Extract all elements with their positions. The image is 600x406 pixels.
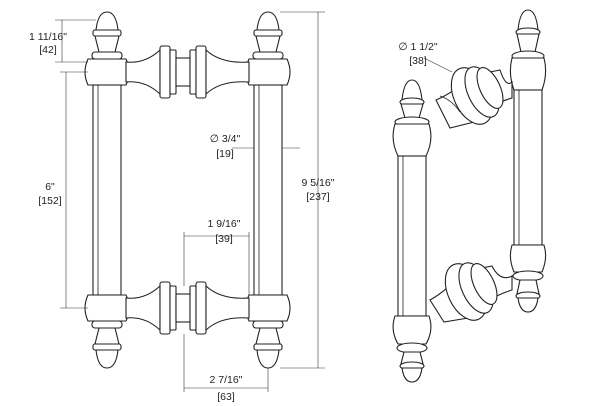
dim-standoff-imperial: 1 9/16" xyxy=(208,218,241,230)
dim-projection-imperial: 2 7/16" xyxy=(210,374,243,386)
bottom-standoffs xyxy=(125,281,250,335)
dim-base-diameter: ∅ 1 1/2" [38] xyxy=(398,41,453,73)
right-post xyxy=(245,11,291,369)
dim-base-diameter-imperial: ∅ 1 1/2" xyxy=(398,41,437,53)
iso-front-post xyxy=(392,79,432,383)
dim-standoff: 1 9/16" [39] xyxy=(183,218,250,295)
dim-overall-imperial: 9 5/16" xyxy=(302,177,335,189)
dim-bar-diameter: ∅ 3/4" [19] xyxy=(210,133,300,160)
dim-overall-metric: [237] xyxy=(306,191,329,203)
dim-cap-height-metric: [42] xyxy=(39,44,57,56)
dim-ctc-imperial: 6" xyxy=(45,181,55,193)
dim-cap-height-imperial: 1 11/16" xyxy=(29,31,67,43)
isometric-view: ∅ 1 1/2" [38] xyxy=(392,9,547,383)
dim-projection: 2 7/16" [63] xyxy=(183,334,269,403)
iso-bottom-standoff xyxy=(429,262,513,323)
dim-base-diameter-metric: [38] xyxy=(409,55,427,67)
dim-center-to-center: 6" [152] xyxy=(38,71,88,309)
front-view: 1 11/16" [42] 6" [152] ∅ 3/4" [19] 9 5/1… xyxy=(29,11,335,403)
left-post xyxy=(84,11,130,369)
top-standoffs xyxy=(125,45,250,99)
dim-projection-metric: [63] xyxy=(217,391,235,403)
iso-top-standoff xyxy=(435,66,513,129)
dim-cap-height: 1 11/16" [42] xyxy=(29,19,96,63)
dim-overall-length: 9 5/16" [237] xyxy=(280,11,335,369)
iso-back-post xyxy=(509,9,547,313)
dim-bar-diameter-metric: [19] xyxy=(216,148,234,160)
dim-bar-diameter-imperial: ∅ 3/4" xyxy=(210,133,241,145)
dim-standoff-metric: [39] xyxy=(215,233,233,245)
dim-ctc-metric: [152] xyxy=(38,195,61,207)
